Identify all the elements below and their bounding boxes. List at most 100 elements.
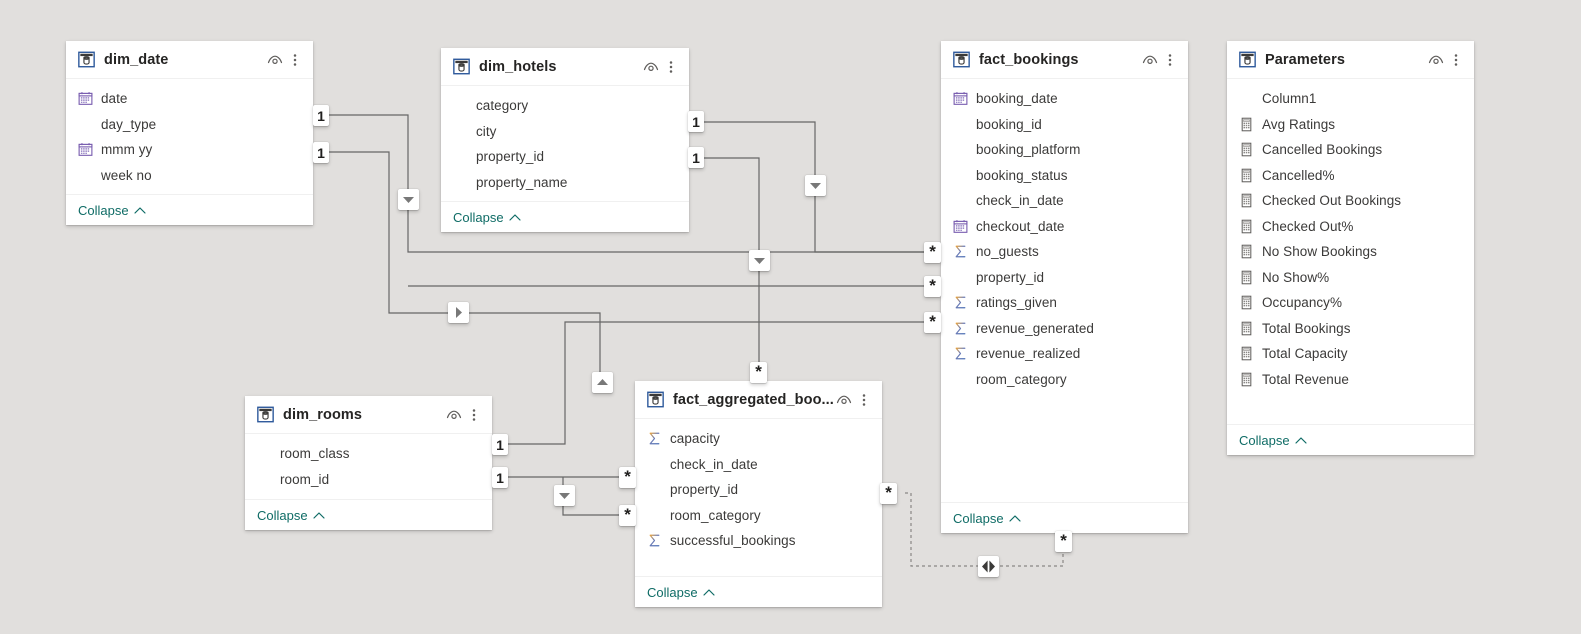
cardinality-many-badge[interactable]: * [880,483,897,504]
hide-in-report-view-icon[interactable] [1140,50,1160,70]
collapse-button[interactable]: Collapse [953,511,1021,526]
cardinality-one-badge[interactable]: 1 [313,105,329,126]
table-field[interactable]: Cancelled Bookings [1227,137,1474,163]
cardinality-many-badge[interactable]: * [619,505,636,526]
cardinality-one-badge[interactable]: 1 [492,434,508,455]
more-options-icon[interactable] [287,50,303,70]
collapse-button[interactable]: Collapse [257,508,325,523]
table-field[interactable]: Total Revenue [1227,367,1474,393]
table-field[interactable]: day_type [66,112,313,138]
hide-table-button[interactable] [265,50,287,70]
table-field[interactable]: booking_id [941,112,1188,138]
hide-in-report-view-icon[interactable] [641,57,661,77]
table-field[interactable]: capacity [635,426,882,452]
more-options-icon[interactable] [663,57,679,77]
more-options-icon[interactable] [1162,50,1178,70]
table-field[interactable]: category [441,93,689,119]
cardinality-many-badge[interactable]: * [924,276,941,297]
filter-direction-right-icon[interactable] [448,302,469,323]
hide-table-button[interactable] [1426,50,1448,70]
table-field[interactable]: mmm yy [66,137,313,163]
cardinality-one-badge[interactable]: 1 [313,142,329,163]
more-options-icon[interactable] [1448,50,1464,70]
table-card-header[interactable]: dim_date [66,41,313,79]
cardinality-one-badge[interactable]: 1 [688,111,704,132]
table-field[interactable]: check_in_date [941,188,1188,214]
table-more-options-button[interactable] [663,57,679,77]
table-field[interactable]: week no [66,163,313,189]
table-field[interactable]: revenue_realized [941,341,1188,367]
cardinality-many-badge[interactable]: * [750,362,767,383]
table-field[interactable]: booking_date [941,86,1188,112]
hide-table-button[interactable] [834,390,856,410]
hide-table-button[interactable] [444,405,466,425]
table-field[interactable]: booking_platform [941,137,1188,163]
filter-direction-up-icon[interactable] [592,372,613,393]
table-card-header[interactable]: fact_bookings [941,41,1188,79]
collapse-button[interactable]: Collapse [1239,433,1307,448]
table-more-options-button[interactable] [1448,50,1464,70]
table-more-options-button[interactable] [1162,50,1178,70]
hide-table-button[interactable] [1140,50,1162,70]
table-field[interactable]: Total Capacity [1227,341,1474,367]
cardinality-many-badge[interactable]: * [619,467,636,488]
table-field[interactable]: room_class [245,441,492,467]
table-field[interactable]: city [441,119,689,145]
table-card-header[interactable]: dim_rooms [245,396,492,434]
filter-direction-down-icon[interactable] [805,175,826,196]
table-field[interactable]: revenue_generated [941,316,1188,342]
table-field[interactable]: successful_bookings [635,528,882,554]
table-field[interactable]: Column1 [1227,86,1474,112]
cardinality-many-badge[interactable]: * [924,312,941,333]
table-field[interactable]: room_category [941,367,1188,393]
table-field[interactable]: Checked Out Bookings [1227,188,1474,214]
table-more-options-button[interactable] [856,390,872,410]
cardinality-one-badge[interactable]: 1 [492,467,508,488]
table-card-header[interactable]: fact_aggregated_boo... [635,381,882,419]
collapse-button[interactable]: Collapse [647,585,715,600]
table-field[interactable]: No Show% [1227,265,1474,291]
hide-table-button[interactable] [641,57,663,77]
filter-direction-down-icon[interactable] [554,485,575,506]
table-card-Parameters[interactable]: Parameters Column1 Avg Ratings Cancelled… [1227,41,1474,455]
table-field[interactable]: Occupancy% [1227,290,1474,316]
table-field[interactable]: Total Bookings [1227,316,1474,342]
cardinality-many-badge[interactable]: * [1055,531,1072,552]
table-more-options-button[interactable] [287,50,303,70]
table-field[interactable]: Checked Out% [1227,214,1474,240]
table-field[interactable]: No Show Bookings [1227,239,1474,265]
table-card-header[interactable]: Parameters [1227,41,1474,79]
hide-in-report-view-icon[interactable] [265,50,285,70]
table-field[interactable]: room_id [245,467,492,493]
table-field[interactable]: no_guests [941,239,1188,265]
hide-in-report-view-icon[interactable] [834,390,854,410]
table-field[interactable]: property_id [635,477,882,503]
filter-direction-both-icon[interactable] [978,556,999,577]
table-field[interactable]: checkout_date [941,214,1188,240]
table-field[interactable]: ratings_given [941,290,1188,316]
collapse-button[interactable]: Collapse [78,203,146,218]
table-field[interactable]: date [66,86,313,112]
more-options-icon[interactable] [466,405,482,425]
table-field[interactable]: property_name [441,170,689,196]
filter-direction-down-icon[interactable] [398,189,419,210]
cardinality-many-badge[interactable]: * [924,242,941,263]
collapse-button[interactable]: Collapse [453,210,521,225]
hide-in-report-view-icon[interactable] [1426,50,1446,70]
table-card-header[interactable]: dim_hotels [441,48,689,86]
table-field[interactable]: check_in_date [635,452,882,478]
table-field[interactable]: Cancelled% [1227,163,1474,189]
table-field[interactable]: room_category [635,503,882,529]
table-field[interactable]: property_id [941,265,1188,291]
cardinality-one-badge[interactable]: 1 [688,147,704,168]
hide-in-report-view-icon[interactable] [444,405,464,425]
table-field[interactable]: property_id [441,144,689,170]
table-more-options-button[interactable] [466,405,482,425]
filter-direction-down-icon[interactable] [749,250,770,271]
